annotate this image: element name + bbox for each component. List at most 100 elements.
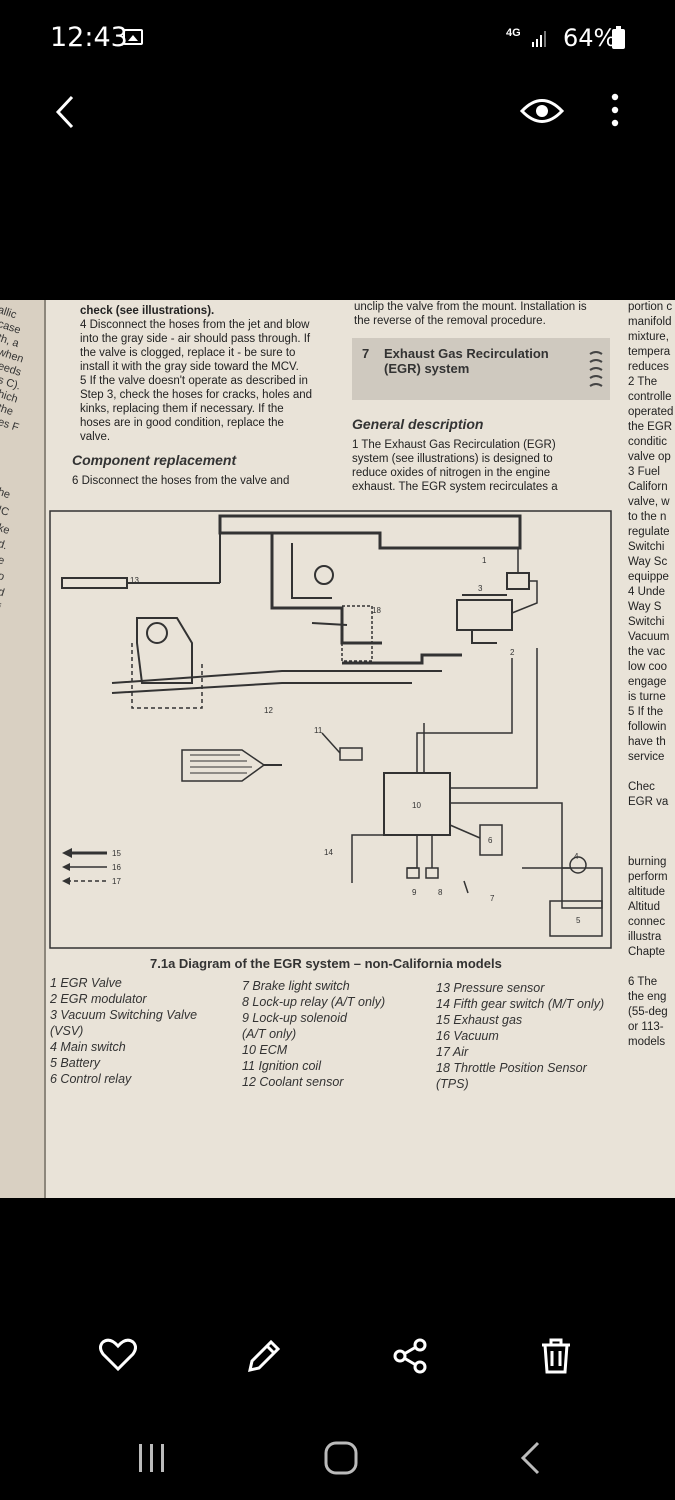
text-line: mixture, <box>628 331 669 343</box>
legend-item: 3 Vacuum Switching Valve <box>50 1008 198 1022</box>
diagram-callout-label: 15 <box>112 849 121 858</box>
legend-item: 8 Lock-up relay (A/T only) <box>242 995 386 1009</box>
eye-icon[interactable] <box>520 96 564 126</box>
text-line: EGR va <box>628 796 669 808</box>
text-line <box>628 810 673 825</box>
text-line: engage <box>628 676 667 688</box>
legend-item: 17 Air <box>436 1045 469 1059</box>
text-line: system (see illustrations) is designed t… <box>352 453 553 465</box>
legend-item: 13 Pressure sensor <box>436 981 545 995</box>
diagram-callout-label: 2 <box>510 648 515 657</box>
legend-column-2: 7 Brake light switch 8 Lock-up relay (A/T… <box>242 978 385 1090</box>
diagram-callout-label: 14 <box>324 848 333 857</box>
legend-item: 5 Battery <box>50 1056 101 1070</box>
text-line: have th <box>628 736 666 748</box>
clock: 12:43 <box>50 22 128 53</box>
legend-item: 1 EGR Valve <box>50 976 122 990</box>
back-arrow-icon[interactable] <box>52 94 80 130</box>
diagram-callout-label: 5 <box>576 916 581 925</box>
text-line: the vac <box>628 646 666 658</box>
text-line: 3 Fuel <box>628 466 660 478</box>
text-line: followin <box>628 721 667 733</box>
pencil-icon[interactable] <box>246 1338 282 1374</box>
margin-text: IC <box>0 504 11 519</box>
text-line: low coo <box>628 661 667 673</box>
text-line <box>628 825 673 840</box>
signal-icon <box>532 31 546 47</box>
system-navigation-bar <box>0 1420 675 1500</box>
diagram-callout-label: 10 <box>412 801 421 810</box>
diagram-callout-label: 18 <box>372 606 381 615</box>
section-title: Exhaust Gas Recirculation (EGR) system <box>384 346 549 376</box>
legend-item: 14 Fifth gear switch (M/T only) <box>436 997 605 1011</box>
text-line: Altitud <box>628 901 660 913</box>
column-2-top-text: unclip the valve from the mount. Install… <box>354 300 587 328</box>
text-line: illustra <box>628 931 662 943</box>
share-icon[interactable] <box>392 1338 428 1374</box>
text-line: service <box>628 751 665 763</box>
engine-section-icon <box>589 351 603 387</box>
action-bar <box>0 1320 675 1400</box>
legend-item: 18 Throttle Position Sensor <box>436 1061 587 1075</box>
text-line: reduces <box>628 361 669 373</box>
text-line: 5 If the <box>628 706 664 718</box>
diagram-callout-label: 6 <box>488 836 493 845</box>
image-notification-icon <box>123 29 143 45</box>
text-line: 4 Unde <box>628 586 666 598</box>
margin-text: he <box>0 486 12 502</box>
text-line: Switchi <box>628 541 665 553</box>
text-line: valve, w <box>628 496 670 508</box>
margin-text: d. <box>0 538 9 553</box>
legend-item: 4 Main switch <box>50 1040 126 1054</box>
network-type: 4G <box>506 27 521 39</box>
text-line <box>628 765 673 780</box>
status-bar: 12:43 4G 64% <box>0 0 675 80</box>
text-line: hoses are in good condition, replace the <box>80 417 284 429</box>
text-line: the eng <box>628 991 667 1003</box>
general-description-heading: General description <box>352 416 484 432</box>
text-line: altitude <box>628 886 666 898</box>
text-line: controlle <box>628 391 672 403</box>
legend-item: (TPS) <box>436 1077 469 1091</box>
top-toolbar <box>0 80 675 150</box>
legend-item: 15 Exhaust gas <box>436 1013 523 1027</box>
diagram-callout-label: 12 <box>264 706 273 715</box>
trash-icon[interactable] <box>540 1338 572 1374</box>
text-line: tempera <box>628 346 671 358</box>
legend-column-3: 13 Pressure sensor 14 Fifth gear switch (… <box>436 980 604 1092</box>
margin-text: d <box>0 586 6 600</box>
heart-icon[interactable] <box>99 1338 137 1372</box>
text-line: is turne <box>628 691 666 703</box>
document-photo[interactable]: allic case th, a when eeds s C). hich th… <box>0 300 675 1198</box>
text-line: kinks, replacing them if necessary. If t… <box>80 403 284 415</box>
text-line: (55-deg <box>628 1006 668 1018</box>
text-line: 6 The <box>628 976 658 988</box>
text-line: 2 The <box>628 376 658 388</box>
component-replacement-heading: Component replacement <box>72 452 237 468</box>
more-vertical-icon[interactable] <box>608 92 622 128</box>
diagram-callout-label: 3 <box>478 584 483 593</box>
text-line: the valve is clogged, replace it - be su… <box>80 347 296 359</box>
text-line: perform <box>628 871 668 883</box>
column-2-text: 1 The Exhaust Gas Recirculation (EGR) sy… <box>352 438 558 494</box>
diagram-callout-label: 17 <box>112 877 121 886</box>
legend-item: 11 Ignition coil <box>242 1059 321 1073</box>
margin-text: ke <box>0 522 12 538</box>
diagram-caption: 7.1a Diagram of the EGR system – non-Cal… <box>150 956 502 971</box>
text-line: install it with the gray side toward the… <box>80 361 299 373</box>
recents-icon[interactable] <box>136 1442 168 1474</box>
text-line: Chec <box>628 781 655 793</box>
text-line: 5 If the valve doesn't operate as descri… <box>80 375 308 387</box>
legend-item: 7 Brake light switch <box>242 979 350 993</box>
text-line: the reverse of the removal procedure. <box>354 315 546 327</box>
back-icon[interactable] <box>518 1440 542 1476</box>
section-number: 7 <box>362 346 370 361</box>
home-icon[interactable] <box>323 1440 359 1476</box>
legend-item: 10 ECM <box>242 1043 288 1057</box>
legend-item: 2 EGR modulator <box>50 992 147 1006</box>
text-line: the EGR <box>628 421 673 433</box>
text-line: 1 The Exhaust Gas Recirculation (EGR) <box>352 439 556 451</box>
margin-text: es F <box>0 416 21 435</box>
text-line: operated <box>628 406 674 418</box>
